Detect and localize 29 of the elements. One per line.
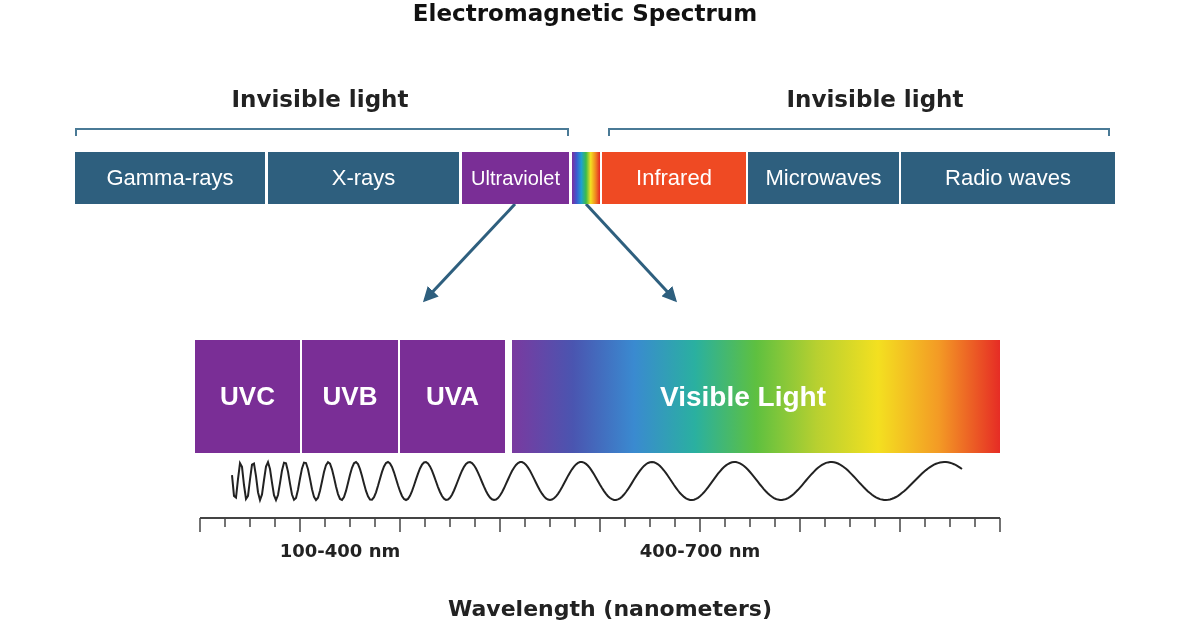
band-label: Visible Light <box>660 380 826 413</box>
band-box <box>400 340 505 453</box>
spectrum-band <box>75 152 265 204</box>
group-heading: Invisible light <box>230 86 410 112</box>
band-label: Gamma-rays <box>106 165 234 191</box>
band-label: UVC <box>220 381 275 412</box>
band-label: UVA <box>426 381 479 412</box>
band-box <box>195 340 300 453</box>
band-label: Infrared <box>636 165 712 191</box>
band-label: UVB <box>322 381 378 412</box>
spectrum-band <box>748 152 899 204</box>
range-label: 400-700 nm <box>638 540 762 561</box>
band-label: Ultraviolet <box>471 166 560 190</box>
arrow <box>584 203 678 303</box>
band-label: Microwaves <box>765 165 882 191</box>
range-label: 100-400 nm <box>278 540 402 561</box>
spectrum-band <box>602 152 746 204</box>
arrow <box>422 202 517 303</box>
band-box <box>512 340 1000 453</box>
band-label: X-rays <box>331 165 396 191</box>
spectrum-strip <box>572 152 600 204</box>
spectrum-band <box>901 152 1115 204</box>
band-box <box>302 340 398 453</box>
band-label: Radio waves <box>945 165 1071 191</box>
spectrum-band <box>268 152 459 204</box>
group-heading: Invisible light <box>785 86 965 112</box>
diagram-title: Electromagnetic Spectrum <box>411 0 759 26</box>
spectrum-band <box>462 152 569 204</box>
axis-label: Wavelength (nanometers) <box>447 596 773 621</box>
